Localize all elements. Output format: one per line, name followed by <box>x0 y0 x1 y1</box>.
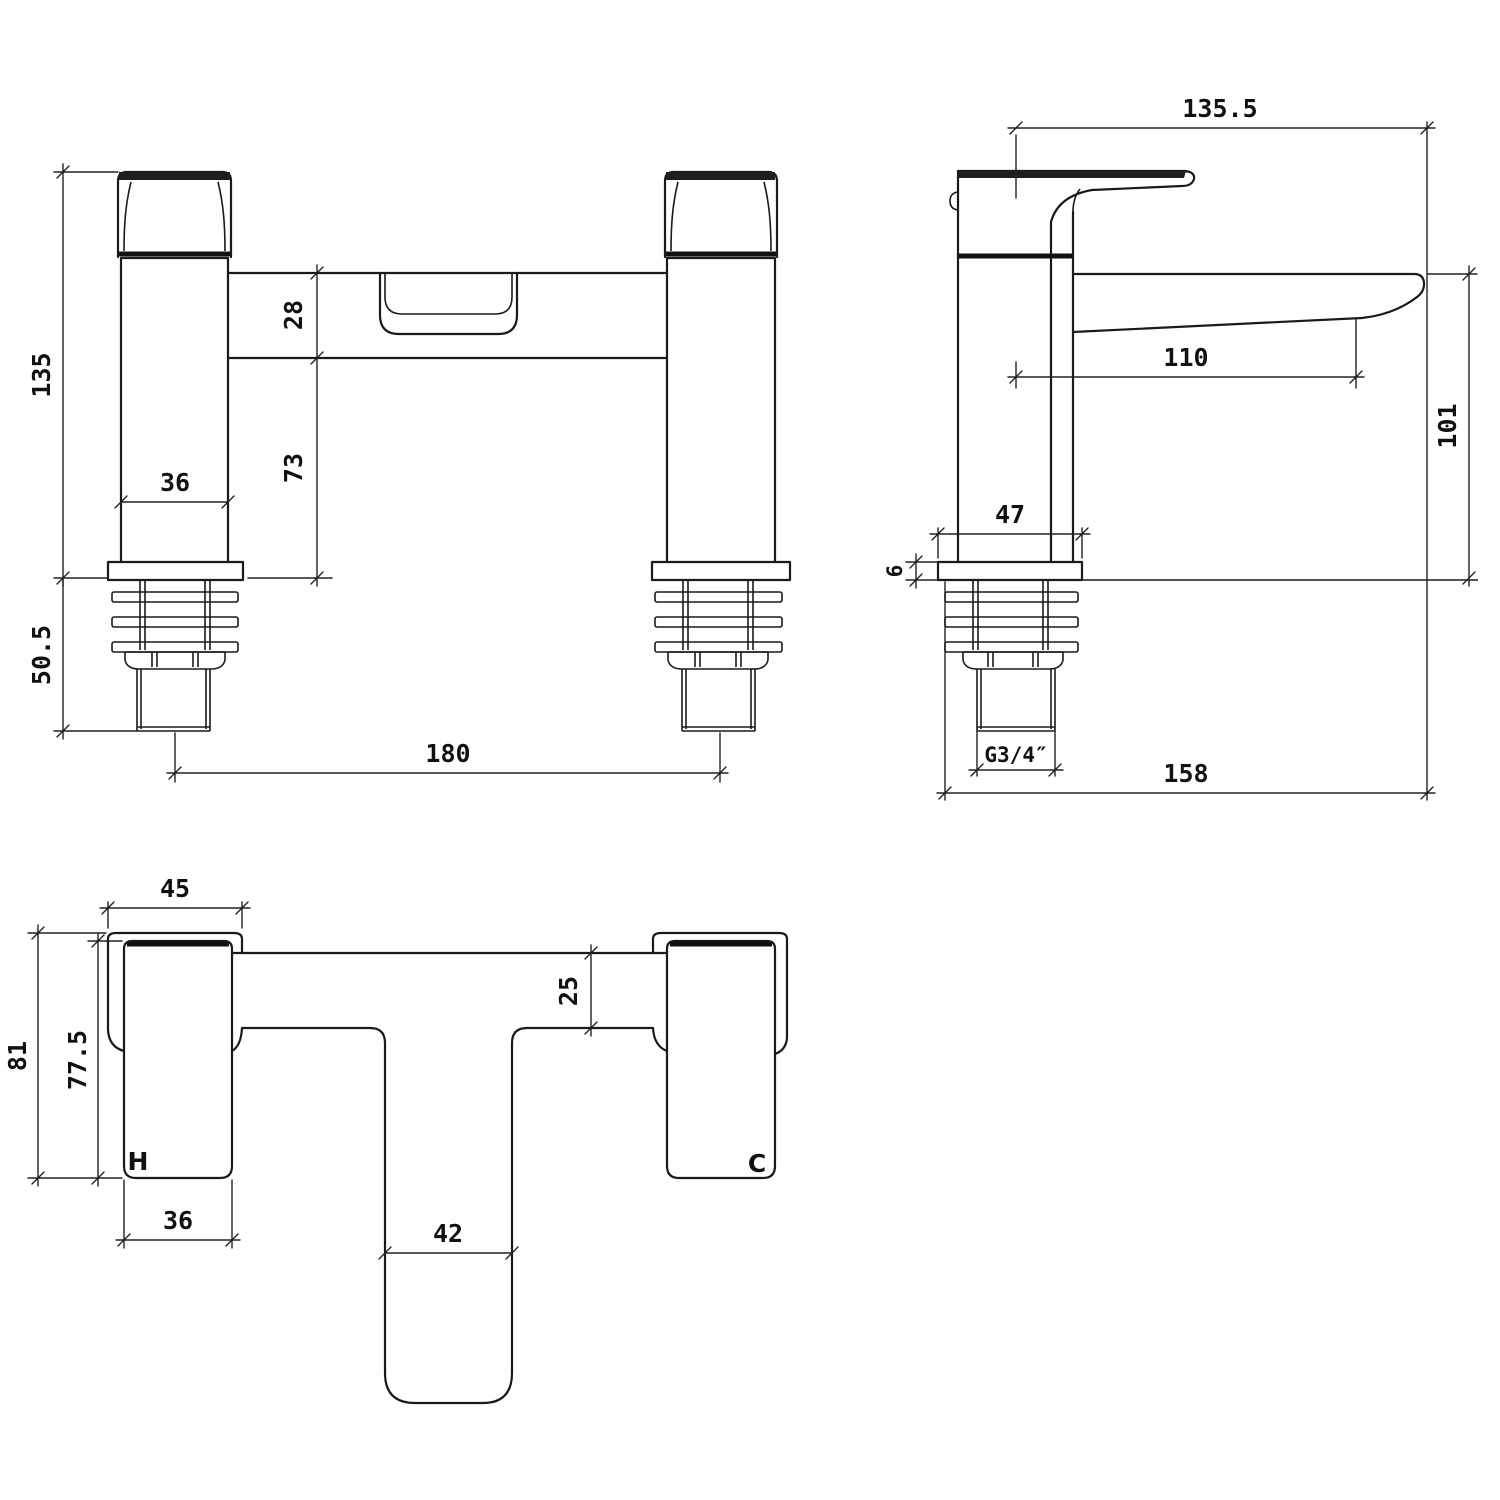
front-right-handle-outline <box>663 170 779 259</box>
side-view: G3/4″ 135.5 110 101 47 6 158 <box>883 94 1478 801</box>
plan-body-and-spout <box>240 1026 655 1405</box>
front-left-handle-top-band <box>119 172 230 180</box>
side-dimensions: 135.5 110 101 47 6 158 <box>883 94 1478 801</box>
dim-handle-overall-length: 81 <box>3 1041 32 1071</box>
front-left-inlet-stack <box>111 580 239 732</box>
dim-base-thickness: 6 <box>883 565 907 578</box>
dim-handle-to-spout-tip: 135.5 <box>1182 94 1257 123</box>
front-right-pillar-body <box>665 256 777 564</box>
plan-left-handle-base <box>122 939 234 1180</box>
front-view: 135 50.5 36 28 73 180 <box>27 163 792 783</box>
plan-right-handle-outer <box>651 931 789 1056</box>
side-inlet-stack <box>944 580 1079 732</box>
dim-handle-base-width: 36 <box>163 1206 193 1235</box>
dim-base-length: 47 <box>995 500 1025 529</box>
front-right-inlet-stack <box>654 580 783 732</box>
front-right-handle-face-curves <box>670 181 772 252</box>
dim-height-below-deck: 50.5 <box>27 625 56 685</box>
front-left-handle-face-curves <box>123 181 226 252</box>
front-right-base-flange <box>650 560 792 582</box>
front-dimensions: 135 50.5 36 28 73 180 <box>27 163 729 783</box>
dim-overall-depth: 158 <box>1163 759 1208 788</box>
front-left-pillar-body <box>119 256 230 564</box>
plan-dimensions: 45 81 77.5 36 42 25 H C <box>3 874 766 1260</box>
dim-pillar-width: 36 <box>160 468 190 497</box>
front-left-handle-outline <box>116 170 233 259</box>
hot-label: H <box>128 1147 149 1176</box>
side-spout-outline <box>1071 272 1426 334</box>
dim-body-height: 28 <box>279 300 308 330</box>
dim-handle-body-length: 77.5 <box>63 1030 92 1090</box>
front-body-bar <box>226 271 669 360</box>
dim-body-width: 25 <box>554 976 583 1006</box>
side-handle-lever-outline <box>956 169 1196 224</box>
cold-label: C <box>748 1149 766 1178</box>
front-spout-inner-lip <box>384 273 513 315</box>
side-indicator-bump <box>949 191 959 211</box>
side-body-column <box>956 169 1075 564</box>
dim-body-to-deck: 73 <box>279 453 308 483</box>
dim-tap-centres: 180 <box>425 739 470 768</box>
side-handle-inner-curve <box>1072 188 1081 213</box>
side-handle-top-band <box>958 171 1186 178</box>
plan-left-handle-outer <box>106 931 244 1053</box>
plan-view: 45 81 77.5 36 42 25 H C <box>3 874 789 1405</box>
side-base-flange <box>936 560 1084 582</box>
plan-right-handle-base <box>665 939 777 1180</box>
dim-spout-reach: 110 <box>1163 343 1208 372</box>
front-right-handle-top-band <box>666 172 775 180</box>
front-spout-outer <box>378 271 519 336</box>
dim-height-above-deck: 135 <box>27 352 56 397</box>
dim-spout-body-width: 42 <box>433 1219 463 1248</box>
dim-spout-height: 101 <box>1433 403 1462 448</box>
side-thread-dimension: G3/4″ <box>968 730 1064 777</box>
front-left-base-flange <box>106 560 245 582</box>
dim-connection-thread: G3/4″ <box>984 743 1047 767</box>
dim-handle-width: 45 <box>160 874 190 903</box>
